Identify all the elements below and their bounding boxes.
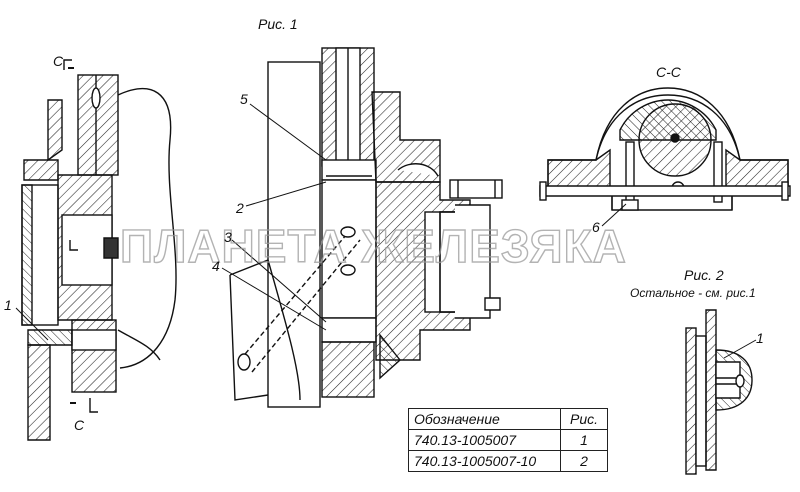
left-view: [21, 59, 177, 441]
table-row: 740.13-1005007-10 2: [408, 450, 608, 472]
callout-1-fig2: 1: [756, 330, 764, 346]
section-mark-bottom: С: [74, 417, 85, 433]
header-figure: Рис.: [560, 408, 608, 430]
watermark: ПЛАНЕТА ЖЕЛЕЗЯКА: [120, 220, 627, 272]
section-title: С-С: [656, 64, 682, 80]
callout-6: 6: [592, 219, 600, 235]
callout-2: 2: [235, 200, 244, 216]
fig2-title: Рис. 2: [684, 267, 724, 283]
callout-3: 3: [224, 229, 232, 245]
parts-table: Обозначение Рис. 740.13-1005007 1 740.13…: [408, 408, 608, 472]
row-figure: 2: [560, 450, 608, 472]
fig2-note: Остальное - см. рис.1: [630, 286, 756, 300]
center-view: [229, 47, 503, 408]
table-row: 740.13-1005007 1: [408, 429, 608, 451]
header-designation: Обозначение: [408, 408, 561, 430]
callout-1-left: 1: [4, 297, 12, 313]
fig2-view: [685, 309, 753, 475]
table-header-row: Обозначение Рис.: [408, 408, 608, 430]
leader-lines: [15, 103, 757, 359]
row-designation: 740.13-1005007-10: [408, 450, 561, 472]
section-mark-top: С: [53, 53, 64, 69]
callout-4: 4: [212, 258, 220, 274]
callout-5: 5: [240, 91, 248, 107]
row-designation: 740.13-1005007: [408, 429, 561, 451]
fig1-title: Рис. 1: [258, 16, 298, 32]
row-figure: 1: [560, 429, 608, 451]
section-c-c: [539, 87, 791, 211]
